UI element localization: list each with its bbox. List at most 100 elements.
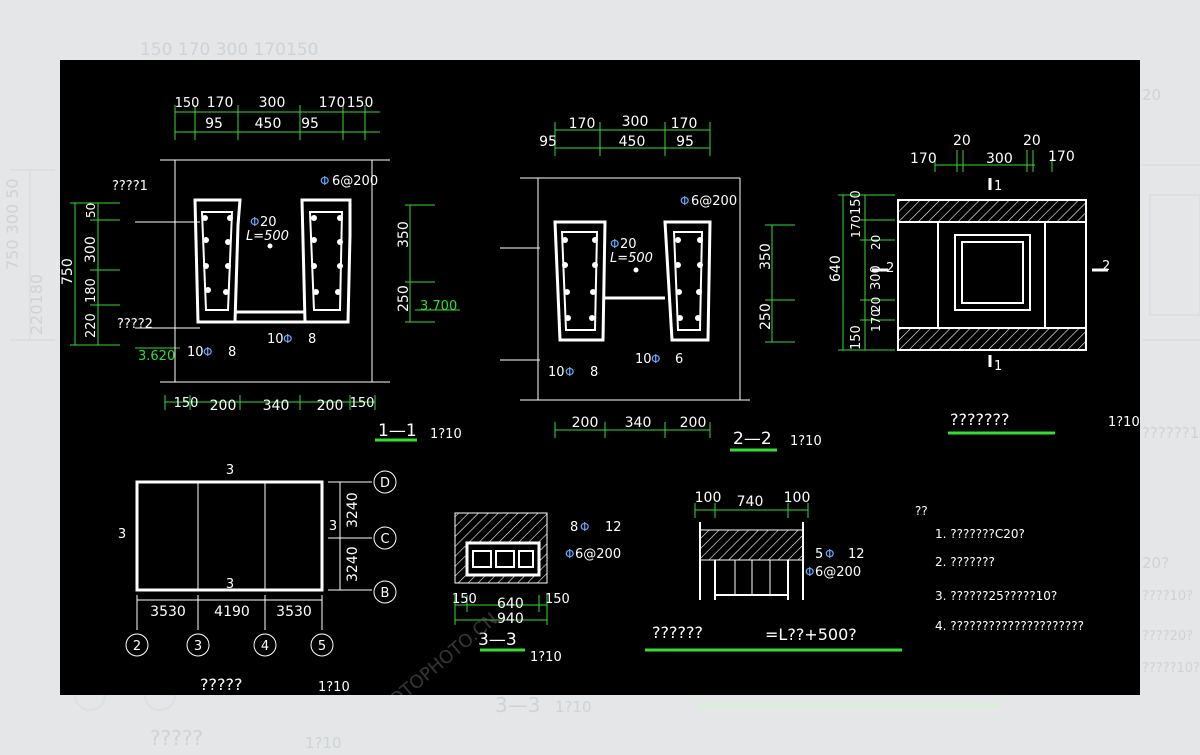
title-3-3: 3—3 [478,630,517,650]
label-beam2: ????2 [117,317,153,332]
dim-pd-r2a: 170 [910,151,937,167]
dim-1-1-r2b: 450 [255,116,282,132]
dim-2-2-r2: 250 [758,303,774,330]
elev-low: 3.620 [138,349,175,364]
dim-1-1-r2c: 95 [301,116,319,132]
dim-beam-t3: 100 [784,490,811,506]
section-3-3: 8 Φ 12 Φ 6@200 150 640 150 940 3—3 1?10 [452,512,622,665]
label-bot1-1-1: 10 [187,345,204,360]
axis-4: 4 [261,639,269,654]
dim-beam-t1: 100 [695,490,722,506]
ghost-right6: ??????10? [1142,424,1200,442]
section-1-1: 150 170 300 170 150 95 450 95 150 200 34… [60,95,462,442]
svg-text:Φ: Φ [283,332,292,346]
label-beam1: ????1 [112,179,148,194]
plan-dim-b1: 3530 [150,604,186,620]
label-beam-topbar: 5 [815,547,823,562]
cut-right: 2 [1102,259,1110,274]
plan-bottom-mark: 3 [226,577,234,592]
floor-plan: 3 3 3 3 3530 4190 3530 3240 3240 D C B 2… [118,463,397,695]
dim-1-1-t1: 150 [175,96,200,111]
dim-beam-t2: 740 [737,494,764,510]
label-3-3-stirrup: 6@200 [575,547,621,562]
dim-pd-l6: 170 [869,309,883,332]
svg-text:Φ: Φ [651,352,660,366]
title-plan-detail: ??????? [950,410,1009,429]
cut-bottom: 1 [994,359,1002,374]
dim-1-1-b1: 150 [174,396,199,411]
ghost-left-dims: 750 300 50 [3,178,22,270]
title-1-1: 1—1 [378,421,417,441]
dim-pd-l3: 20 [869,235,883,250]
axis-b: B [381,586,390,601]
dim-2-2-b2: 340 [625,415,652,431]
label-bot2-count-2-2: 6 [675,352,683,367]
dim-1-1-b4: 200 [317,398,344,414]
svg-text:Φ: Φ [825,547,834,561]
scale-plan: 1?10 [318,680,350,695]
label-beam-stirrup: 6@200 [815,565,861,580]
dim-1-1-l4: 220 [84,313,99,338]
dim-2-2-r1: 350 [758,243,774,270]
dim-pd-l1: 150 [849,190,864,215]
note-4: 4. ????????????????????? [935,619,1084,633]
dim-1-1-r2: 250 [396,285,412,312]
svg-text:Φ: Φ [320,174,329,188]
notes: ?? 1. ???????C20? 2. ??????? 3. ??????25… [915,504,1084,633]
dim-1-1-b2: 200 [210,398,237,414]
dim-3-3-b1: 150 [452,592,477,607]
title-2-2: 2—2 [733,429,772,449]
ghost-right4: ????20? [1142,629,1193,644]
watermark: PHOTOPHOTO.CN [367,609,502,695]
cut-left: 2 [886,261,894,276]
label-bar-2-2: 20 [620,237,637,252]
label-bot2-1-1: 10 [267,332,284,347]
dim-1-1-l2: 300 [83,236,99,263]
svg-text:Φ: Φ [565,365,574,379]
label-bot1-count-2-2: 8 [590,365,598,380]
dim-1-1-l1: 50 [84,203,98,218]
dim-pd-t1: 20 [953,133,971,149]
label-bar-1-1: 20 [260,215,277,230]
label-beam-topbar-dia: 12 [848,547,865,562]
axis-5: 5 [318,639,326,654]
label-stirrup-1-1: 6@200 [332,174,378,189]
ghost-title2: 3—3 [495,693,540,717]
ghost-top-dims: 150 170 300 170150 [140,40,318,60]
section-2-2: 170 300 170 95 450 95 200 340 200 350 25… [500,114,822,452]
axis-c: C [380,532,389,547]
ghost-right1: 20 [1142,86,1161,104]
dim-pd-l5: 20 [869,297,883,312]
ghost-left-dims2: 220180 [27,274,46,335]
dim-pd-left-outer: 640 [828,255,844,282]
dim-1-1-t2: 170 [207,95,234,111]
dim-1-1-r1: 350 [396,221,412,248]
svg-text:Φ: Φ [580,520,589,534]
ghost-title: ????? [150,726,203,750]
scale-2-2: 1?10 [790,434,822,449]
svg-text:Φ: Φ [610,237,619,251]
label-bot2-2-2: 10 [635,352,652,367]
dim-2-2-r2b: 450 [619,134,646,150]
title-plan: ????? [200,675,242,694]
svg-text:Φ: Φ [565,547,574,561]
scale-1-1: 1?10 [430,427,462,442]
svg-text:Φ: Φ [250,215,259,229]
note-3: 3. ??????25?????10? [935,589,1057,603]
plan-detail: 20 20 170 300 170 640 150 170 20 300 20 … [828,133,1140,435]
elev-high: 3.700 [420,299,457,314]
note-1: 1. ???????C20? [935,527,1025,541]
plan-dim-b2: 4190 [214,604,250,620]
title-beam: ?????? [652,623,703,642]
dim-1-1-t3: 300 [259,95,286,111]
dim-pd-r2c: 170 [1048,149,1075,165]
axis-3: 3 [194,639,202,654]
svg-text:Φ: Φ [680,194,689,208]
dim-2-2-r2c: 95 [676,134,694,150]
dim-1-1-t5: 150 [347,95,374,111]
dim-2-2-b3: 200 [680,415,707,431]
plan-top-mark: 3 [226,463,234,478]
ghost-right2: 20? [1142,554,1169,572]
formula-beam: =L??+500? [765,625,857,644]
label-length-2-2: L=500 [610,251,653,266]
